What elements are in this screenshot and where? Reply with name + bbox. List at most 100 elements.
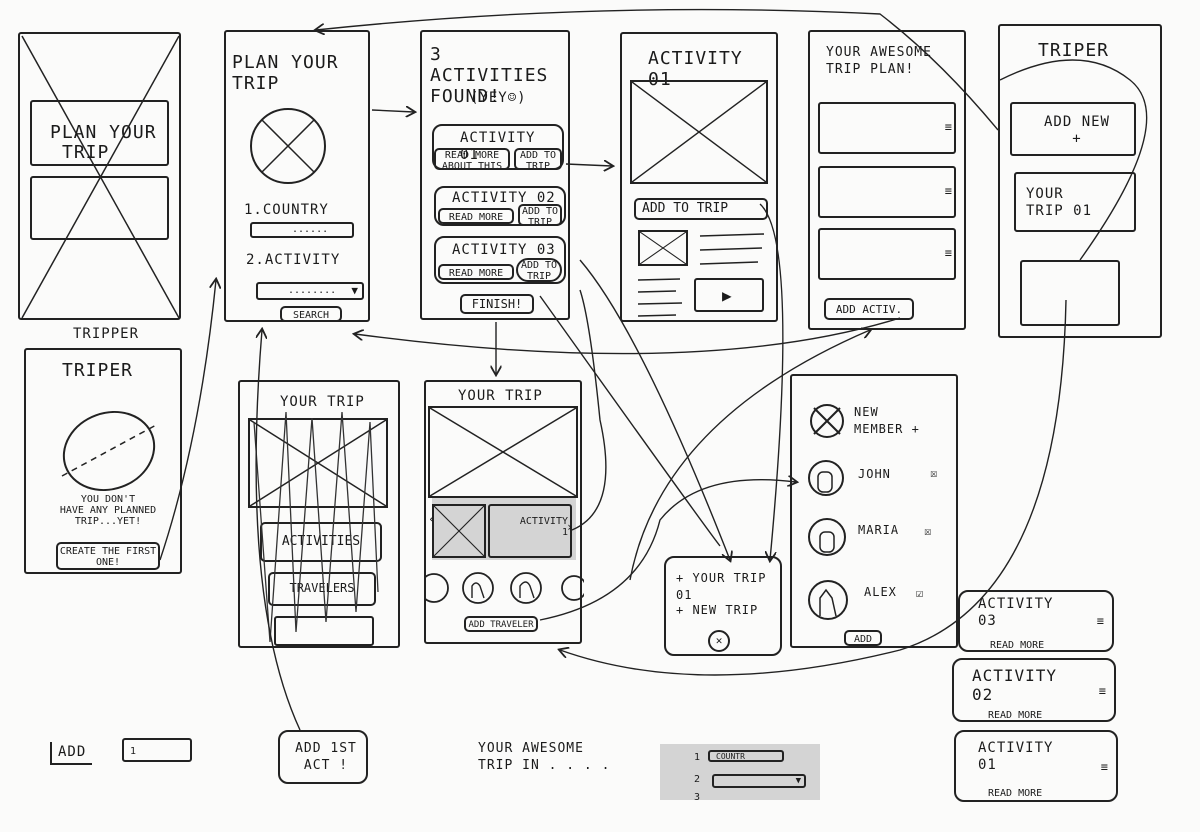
globe-icon [61,410,159,492]
drag-handle-icon[interactable]: ≡ [944,184,952,198]
menu-item-your-trip[interactable]: + YOUR TRIP 01 [676,571,767,602]
strip-select-field[interactable]: ▼ [712,774,806,788]
read-more-button-1[interactable]: READ MORE ABOUT THIS [434,148,510,170]
splash-caption: TRIPPER [73,326,140,342]
drag-handle-icon[interactable]: ≡ [944,120,952,134]
plan-slot-1[interactable]: ≡ [818,102,956,154]
activity-select[interactable]: ........▼ [256,282,364,300]
close-icon[interactable]: ✕ [708,630,730,652]
add-to-trip-button-3[interactable]: ADD TO TRIP [516,258,562,282]
strip-row-3: 3 [694,792,701,803]
add-member-button[interactable]: ADD [844,630,882,646]
checkbox-icon[interactable]: ☑ [916,586,924,600]
finish-button[interactable]: FINISH! [460,294,534,314]
country-input[interactable]: ...... [250,222,354,238]
activity-card-01[interactable]: ACTIVITY 01 READ MORE ≡ [954,730,1118,802]
add-fragment-input-value: 1 [130,746,137,757]
carousel-prev-icon[interactable]: ‹ [428,512,436,526]
result-card-1[interactable]: ACTIVITY 01 READ MORE ABOUT THIS ADD TO … [432,124,564,170]
result-card-3-label: ACTIVITY 03 [452,242,556,258]
create-first-trip-button[interactable]: CREATE THE FIRST ONE! [56,542,160,570]
empty-state-title: TRIPER [62,360,134,381]
chevron-down-icon: ▼ [351,284,358,297]
member-name-3: ALEX [864,585,897,599]
awesome-trip-note: YOUR AWESOME TRIP IN . . . . [478,741,611,773]
user-avatar-icon [808,580,848,620]
trip-plan-title: YOUR AWESOME TRIP PLAN! [826,45,932,77]
activity-card-02[interactable]: ACTIVITY 02 READ MORE ≡ [952,658,1116,722]
add-to-trip-button-1[interactable]: ADD TO TRIP [514,148,562,170]
result-card-1-label: ACTIVITY 01 [460,130,536,163]
drag-handle-icon[interactable]: ≡ [944,246,952,260]
result-card-3[interactable]: ACTIVITY 03 READ MORE ADD TO TRIP [434,236,566,284]
strip-country-field-label: COUNTR [716,752,745,761]
result-card-2[interactable]: ACTIVITY 02 READ MORE ADD TO TRIP [434,186,566,226]
carousel-activity-label: ACTIVITY 1 [519,516,568,538]
user-avatar-icon [808,518,846,556]
add-new-label: ADD NEW + [1043,114,1110,147]
add-activity-button[interactable]: ADD ACTIV. [824,298,914,320]
activity-label: 2.ACTIVITY [246,252,341,268]
tripper-home-screen: TRIPER ADD NEW + YOUR TRIP 01 [998,24,1162,338]
play-icon: ▶ [722,286,732,305]
splash-line2: TRIP [62,142,110,163]
carousel-item-placeholder[interactable] [432,504,486,558]
trip-b-image-placeholder [428,406,578,498]
video-placeholder[interactable]: ▶ [694,278,764,312]
members-screen: NEW MEMBER + JOHN ☒ MARIA ☒ ALEX ☑ ADD [790,374,958,648]
activity-card-03-more[interactable]: READ MORE [990,640,1045,651]
strip-country-field[interactable]: COUNTR [708,750,784,762]
text-lines-right [699,233,765,265]
add-traveler-button[interactable]: ADD TRAVELER [464,616,538,632]
search-button[interactable]: SEARCH [280,306,342,322]
splash-plan-button[interactable] [30,100,169,166]
empty-state-screen: TRIPER YOU DON'T HAVE ANY PLANNED TRIP..… [24,348,182,574]
activity-card-01-more[interactable]: READ MORE [988,788,1043,799]
checkbox-icon[interactable]: ☒ [930,466,938,480]
plan-trip-title: PLAN YOUR TRIP [232,52,339,94]
member-name-1: JOHN [858,467,891,481]
splash-secondary-block [30,176,169,240]
member-name-2: MARIA [858,523,900,537]
menu-item-new-trip[interactable]: + NEW TRIP [676,603,759,617]
trip-plan-screen: YOUR AWESOME TRIP PLAN! ≡ ≡ ≡ ADD ACTIV. [808,30,966,330]
empty-state-message: YOU DON'T HAVE ANY PLANNED TRIP...YET! [59,494,157,527]
add-fragment-input[interactable]: 1 [122,738,192,762]
drag-handle-icon[interactable]: ≡ [1100,760,1108,774]
plan-slot-2[interactable]: ≡ [818,166,956,218]
trip-card-empty[interactable] [1020,260,1120,326]
trip-card-01[interactable]: YOUR TRIP 01 [1014,172,1136,232]
activity-image-placeholder [630,80,768,184]
your-trip-screen-a: YOUR TRIP ACTIVITIES TRAVELERS [238,380,400,648]
drag-handle-icon[interactable]: ≡ [1098,684,1106,698]
user-avatar-icon [808,460,844,496]
carousel-activity-card[interactable]: ACTIVITY 1 [488,504,572,558]
read-more-button-3[interactable]: READ MORE [438,264,514,280]
plan-slot-3[interactable]: ≡ [818,228,956,280]
activity-card-02-more[interactable]: READ MORE [988,710,1043,721]
results-subtitle: (YEY☺) [470,90,527,106]
carousel-next-icon[interactable]: › [566,520,574,534]
result-card-2-label: ACTIVITY 02 [452,190,556,206]
activity-card-03[interactable]: ACTIVITY 03 READ MORE ≡ [958,590,1114,652]
activity-card-01-label: ACTIVITY 01 [978,740,1054,773]
activity-card-03-label: ACTIVITY 03 [978,596,1054,629]
image-placeholder-circle [250,108,326,184]
your-trip-b-title: YOUR TRIP [458,388,543,404]
activity-add-to-trip-button[interactable]: ADD TO TRIP [634,198,768,220]
add-first-act-bubble[interactable]: ADD 1st ACT ! [278,730,368,784]
plan-trip-screen: PLAN YOUR TRIP 1.COUNTRY ...... 2.ACTIVI… [224,30,370,322]
splash-screen: PLAN YOUR TRIP [18,32,181,320]
strip-row-2: 2 [694,774,701,785]
activity-card-02-label: ACTIVITY 02 [972,666,1058,704]
add-to-trip-button-2[interactable]: ADD TO TRIP [518,204,562,226]
drag-handle-icon[interactable]: ≡ [1096,614,1104,628]
strip-row-1: 1 [694,752,701,763]
new-member-label[interactable]: NEW MEMBER + [854,405,920,436]
read-more-button-2[interactable]: READ MORE [438,208,514,224]
text-lines-left [637,278,683,317]
add-new-trip-button[interactable]: ADD NEW + [1010,102,1136,156]
new-member-avatar-icon[interactable] [808,402,846,440]
checkbox-icon[interactable]: ☒ [924,524,932,538]
